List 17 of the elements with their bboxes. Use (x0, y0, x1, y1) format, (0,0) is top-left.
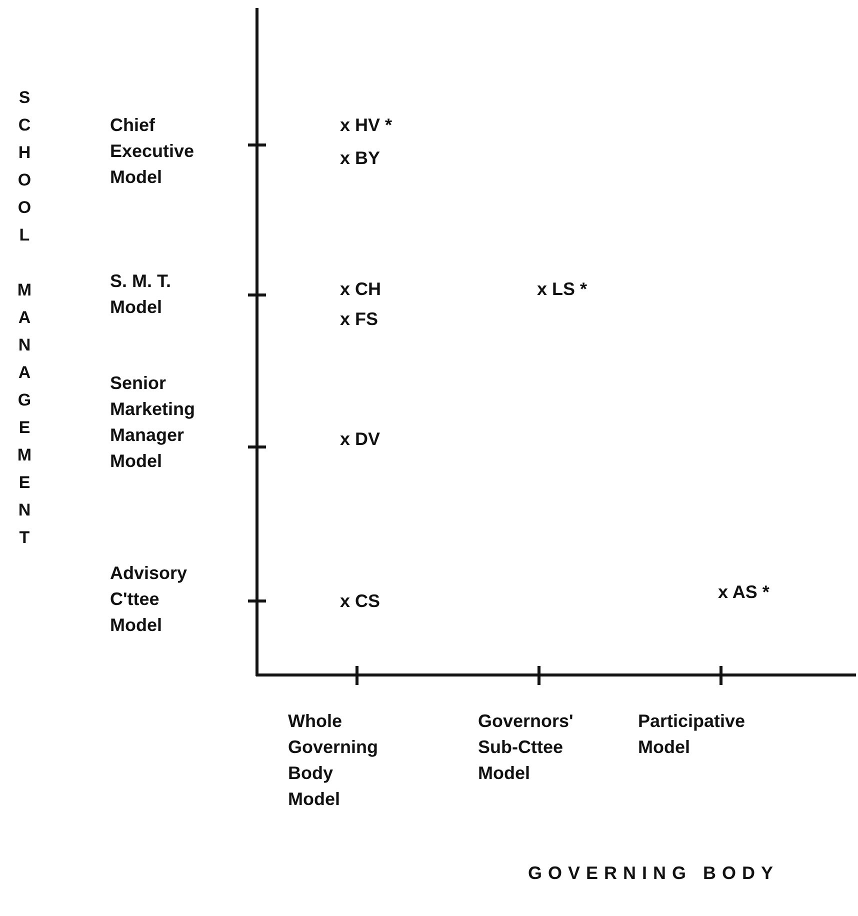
data-point-label: x HV * (340, 114, 392, 137)
axis-category-label: Advisory C'ttee Model (110, 562, 188, 637)
data-point-label: x AS * (718, 581, 770, 604)
axis-category-label: Participative Model (638, 710, 746, 759)
data-point-label: x CS (340, 590, 380, 613)
axis-category-label: Whole Governing Body Model (288, 710, 380, 811)
axis-title: GOVERNING BODY (528, 862, 780, 885)
axis-title: SCHOOL MANAGEMENT (14, 88, 35, 556)
data-point-label: x LS * (537, 278, 588, 301)
axis-category-label: Governors' Sub-Cttee Model (478, 710, 574, 785)
data-point-label: x DV (340, 428, 380, 451)
data-point-label: x FS (340, 308, 378, 331)
data-point-label: x CH (340, 278, 382, 301)
axis-category-label: Senior Marketing Manager Model (110, 372, 196, 473)
axis-category-label: S. M. T. Model (110, 270, 172, 319)
axis-category-label: Chief Executive Model (110, 114, 196, 189)
data-point-label: x BY (340, 147, 380, 170)
